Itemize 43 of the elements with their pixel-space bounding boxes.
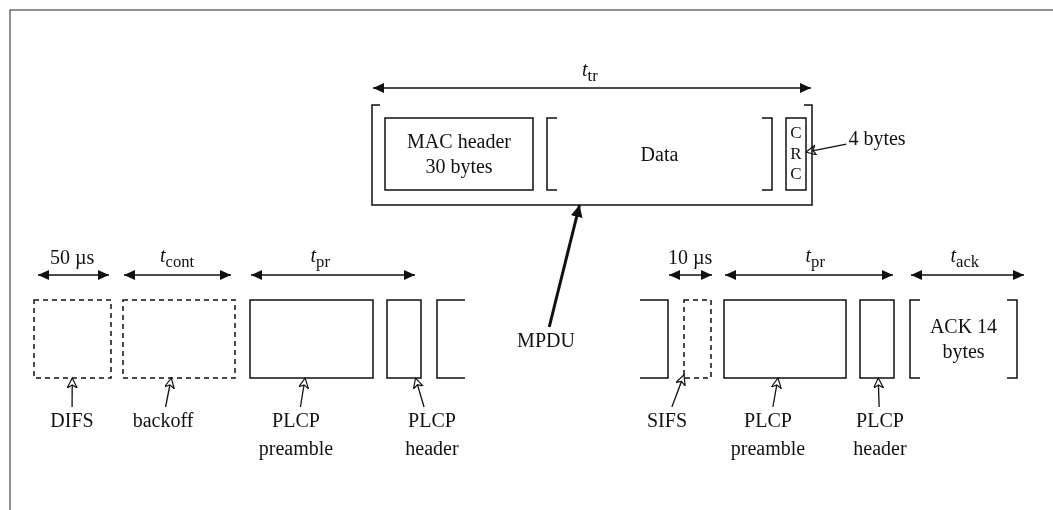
interval-box bbox=[250, 300, 373, 378]
interval-box bbox=[684, 300, 711, 378]
field-box bbox=[547, 118, 772, 190]
callout-label: MPDU bbox=[500, 326, 592, 354]
interval-box bbox=[387, 300, 421, 378]
callout-label: PLCP preamble bbox=[246, 406, 346, 462]
interval-box bbox=[724, 300, 846, 378]
field-box bbox=[385, 118, 533, 190]
dimension-label: t$_{cont}$ bbox=[160, 244, 195, 272]
interval-box bbox=[123, 300, 235, 378]
dimension-label: 50 µs bbox=[50, 246, 95, 269]
dimension-label: 10 µs bbox=[668, 246, 713, 269]
callout-label: backoff bbox=[118, 406, 208, 434]
interval-box bbox=[860, 300, 894, 378]
callout-label: 4 bytes bbox=[835, 124, 919, 150]
leader-arrow bbox=[671, 374, 686, 408]
dimension-label: t$_{ack}$ bbox=[950, 244, 980, 272]
leader-arrow bbox=[66, 377, 78, 408]
frame-bracket bbox=[437, 300, 465, 378]
leader-arrow bbox=[298, 377, 310, 408]
frame-bracket bbox=[910, 300, 1017, 378]
field-label: Data bbox=[640, 141, 679, 167]
leader-arrow bbox=[547, 204, 583, 328]
field-box bbox=[786, 118, 806, 190]
callout-label: SIFS bbox=[640, 406, 694, 434]
frame-bracket bbox=[372, 105, 812, 205]
field-label: C R C bbox=[790, 123, 802, 185]
callout-label: PLCP header bbox=[840, 406, 920, 462]
leader-arrow bbox=[412, 377, 425, 408]
leader-arrow bbox=[163, 377, 175, 408]
leader-arrow bbox=[872, 377, 885, 408]
callout-label: PLCP header bbox=[392, 406, 472, 462]
dimension-label: t$_{pr}$ bbox=[805, 244, 825, 272]
leader-arrow bbox=[805, 143, 848, 156]
callout-label: DIFS bbox=[40, 406, 104, 434]
callout-label: PLCP preamble bbox=[718, 406, 818, 462]
dimension-label: t$_{tr}$ bbox=[582, 58, 598, 86]
field-label: MAC header 30 bytes bbox=[406, 129, 512, 179]
leader-arrow bbox=[770, 377, 782, 408]
dimension-label: t$_{pr}$ bbox=[310, 244, 330, 272]
field-label: ACK 14 bytes bbox=[928, 314, 999, 364]
frame-bracket bbox=[640, 300, 668, 378]
interval-box bbox=[34, 300, 111, 378]
